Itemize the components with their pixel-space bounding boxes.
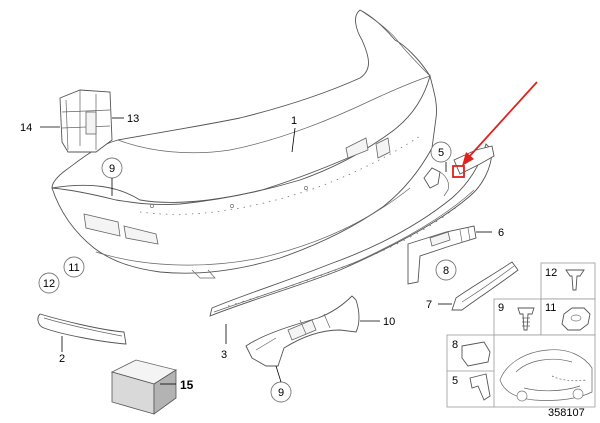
drawing-number: 358107 — [548, 407, 585, 419]
callout-6: 6 — [498, 227, 504, 239]
callout-13: 13 — [127, 113, 139, 125]
svg-text:12: 12 — [545, 267, 557, 279]
bracket-part-13[interactable] — [59, 89, 113, 153]
svg-text:5: 5 — [438, 147, 444, 159]
bumper-cover[interactable] — [51, 9, 437, 279]
svg-text:8: 8 — [452, 339, 458, 351]
callout-2: 2 — [59, 353, 65, 365]
clip-part-5[interactable] — [423, 167, 449, 197]
callout-3: 3 — [221, 349, 227, 361]
trim-strip-part-2[interactable] — [37, 313, 127, 345]
svg-text:11: 11 — [545, 302, 556, 314]
grid-cell-12 — [540, 262, 596, 300]
highlight-box — [452, 165, 465, 178]
callout-circle-11: 11 — [63, 256, 85, 278]
svg-text:11: 11 — [68, 262, 79, 274]
callout-15: 15 — [180, 378, 194, 392]
leader-lines — [40, 117, 492, 385]
callout-14: 14 — [20, 122, 32, 134]
rivet-icon — [565, 269, 585, 291]
callout-circle-12: 12 — [38, 272, 60, 294]
svg-text:12: 12 — [43, 278, 55, 290]
clip-icon — [461, 341, 491, 367]
callout-circle-9-upper: 9 — [101, 157, 123, 179]
callout-circle-8: 8 — [435, 259, 457, 281]
bracket-icon — [469, 373, 491, 401]
svg-text:9: 9 — [109, 163, 115, 175]
callout-circle-9-lower: 9 — [270, 381, 292, 403]
screw-icon — [517, 307, 535, 331]
callout-1: 1 — [291, 115, 297, 127]
bracket-part-7[interactable] — [451, 261, 519, 311]
parts-kit-box-part-15[interactable] — [110, 359, 178, 415]
grid-cell-9 — [493, 298, 542, 336]
svg-text:5: 5 — [452, 375, 458, 387]
callout-circle-5: 5 — [430, 141, 452, 163]
svg-text:8: 8 — [443, 265, 449, 277]
bracket-part-6[interactable] — [407, 225, 477, 285]
carrier-part-10[interactable] — [245, 295, 360, 367]
fastener-grid: 12 9 11 8 5 — [446, 262, 596, 408]
svg-text:9: 9 — [498, 302, 504, 314]
svg-text:9: 9 — [278, 387, 284, 399]
callout-7: 7 — [426, 299, 432, 311]
red-arrow-shaft — [467, 81, 538, 159]
callout-10: 10 — [383, 316, 395, 328]
highlight-marker — [452, 81, 538, 178]
red-arrow-head — [462, 152, 474, 166]
